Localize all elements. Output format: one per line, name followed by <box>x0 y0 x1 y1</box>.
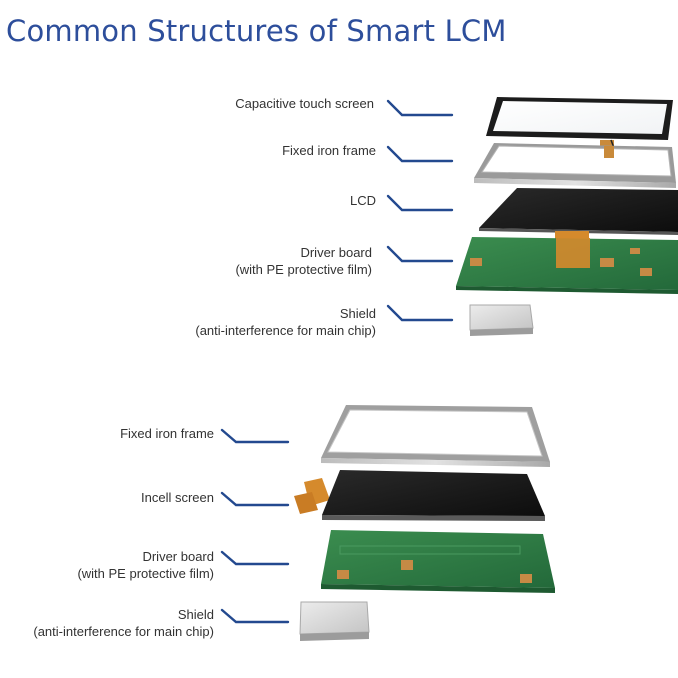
label-incell-screen: Incell screen <box>141 489 214 506</box>
fixed-iron-frame-image-2 <box>321 405 550 467</box>
label-subtext: (with PE protective film) <box>77 566 214 581</box>
label-text: Capacitive touch screen <box>235 96 374 111</box>
leader-lines-1 <box>386 99 454 322</box>
fixed-iron-frame-image <box>474 143 676 188</box>
label-fixed-iron-frame-2: Fixed iron frame <box>120 425 214 442</box>
incell-screen-image <box>294 470 545 521</box>
label-subtext: (anti-interference for main chip) <box>195 323 376 338</box>
shield-image <box>469 304 534 336</box>
label-fixed-iron-frame: Fixed iron frame <box>282 142 376 159</box>
label-driver-board-2: Driver board (with PE protective film) <box>77 548 214 582</box>
label-shield-2: Shield (anti-interference for main chip) <box>33 606 214 640</box>
driver-board-image-2 <box>321 530 555 593</box>
label-subtext: (with PE protective film) <box>235 262 372 277</box>
leader-lines-2 <box>220 428 290 624</box>
label-text: Incell screen <box>141 490 214 505</box>
driver-board-image <box>456 237 678 294</box>
label-shield: Shield (anti-interference for main chip) <box>195 305 376 339</box>
label-text: Driver board <box>300 245 372 260</box>
label-text: LCD <box>349 193 376 208</box>
label-text: Driver board <box>142 549 214 564</box>
label-driver-board: Driver board (with PE protective film) <box>235 244 372 278</box>
shield-image-2 <box>299 601 370 641</box>
label-text: Fixed iron frame <box>120 426 214 441</box>
page-title: Common Structures of Smart LCM <box>6 14 507 48</box>
label-lcd: LCD <box>350 192 376 209</box>
capacitive-touch-screen-image <box>486 97 673 165</box>
label-subtext: (anti-interference for main chip) <box>33 624 214 639</box>
label-text: Fixed iron frame <box>282 143 376 158</box>
label-capacitive-touch-screen: Capacitive touch screen <box>235 95 374 112</box>
lcd-panel-image <box>479 188 678 239</box>
label-text: Shield <box>339 306 376 321</box>
label-text: Shield <box>177 607 214 622</box>
